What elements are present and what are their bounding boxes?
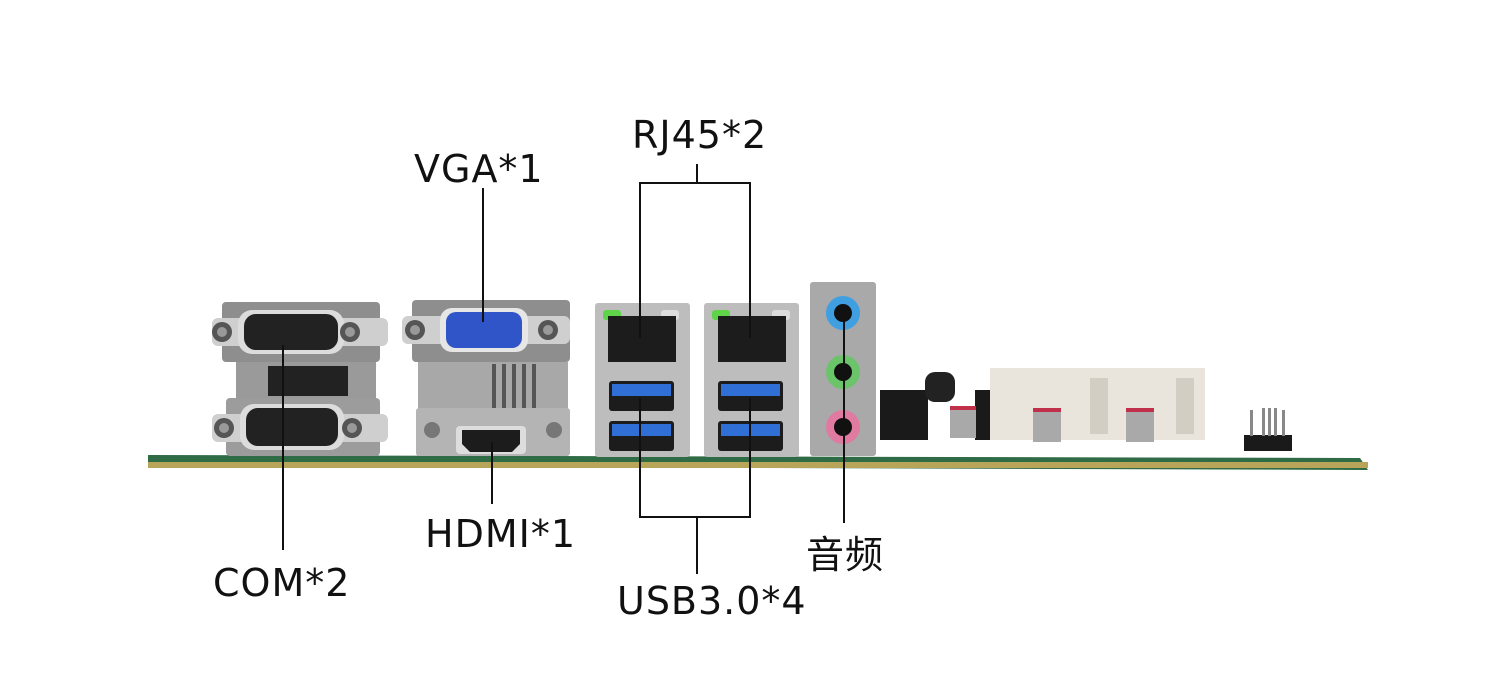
rj45-callout-stem bbox=[696, 164, 698, 183]
com-port-bottom bbox=[212, 398, 388, 456]
pcb-edge bbox=[148, 462, 1368, 468]
board-components bbox=[880, 368, 1292, 451]
com-label: COM*2 bbox=[213, 561, 351, 605]
rj45-callout-bracket-top bbox=[639, 182, 751, 184]
lan-usb-stack-left bbox=[595, 303, 690, 457]
usb-callout-stem bbox=[696, 516, 698, 574]
vga-label: VGA*1 bbox=[414, 147, 544, 191]
usb-label: USB3.0*4 bbox=[617, 579, 807, 623]
hdmi-callout-line bbox=[491, 442, 493, 504]
usb-callout-bracket-left bbox=[639, 398, 641, 518]
vga-callout-line bbox=[482, 188, 484, 322]
hdmi-port bbox=[416, 408, 570, 456]
hdmi-label: HDMI*1 bbox=[425, 512, 577, 556]
rj45-callout-bracket-left bbox=[639, 182, 641, 338]
com-port-top bbox=[212, 302, 388, 362]
rj45-label: RJ45*2 bbox=[632, 113, 768, 157]
audio-label: 音频 bbox=[806, 533, 885, 577]
vga-port bbox=[402, 300, 570, 362]
usb-callout-bracket-right bbox=[749, 398, 751, 518]
rj45-callout-bracket-right bbox=[749, 182, 751, 338]
usb-callout-bracket-bottom bbox=[639, 516, 751, 518]
com-callout-line bbox=[282, 345, 284, 550]
audio-callout-line bbox=[843, 313, 845, 523]
lan-usb-stack-right bbox=[704, 303, 799, 457]
